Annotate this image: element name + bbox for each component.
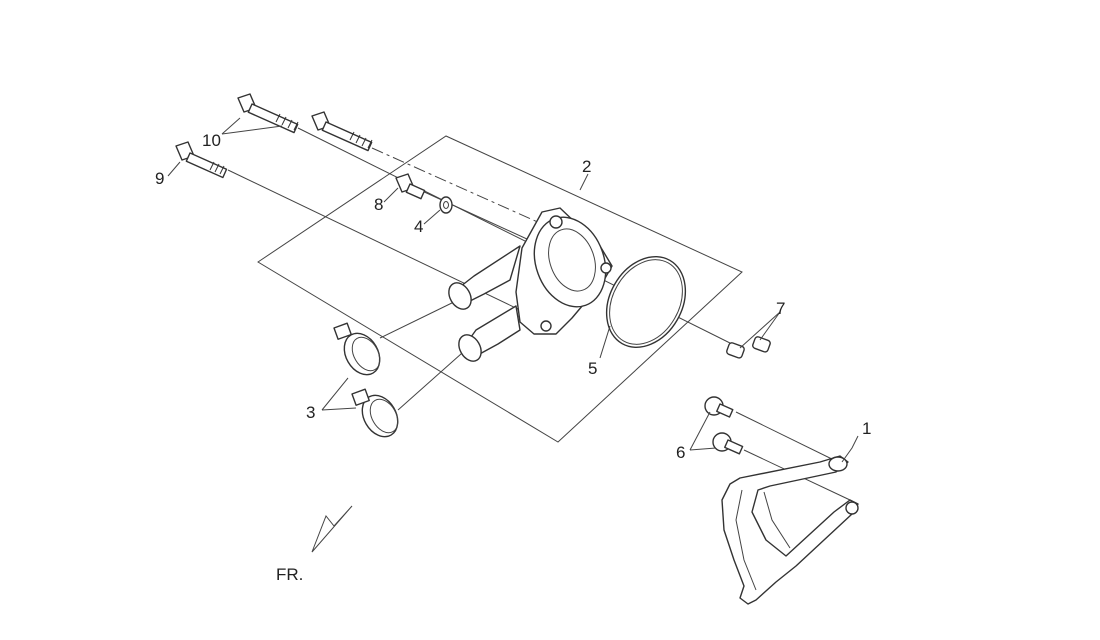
bolt-6a — [704, 396, 734, 418]
o-ring-5 — [605, 256, 687, 348]
clamp-lower-axis-line — [397, 345, 471, 411]
washer-4 — [439, 196, 453, 214]
callout-3: 3 — [306, 403, 315, 422]
hose-clamp-3b — [351, 388, 399, 438]
callout-1: 1 — [862, 419, 871, 438]
bolt-10b — [311, 111, 373, 152]
callout-9: 9 — [155, 169, 164, 188]
callout-5: 5 — [588, 359, 597, 378]
bolt-8-axis-line — [419, 189, 541, 246]
bolt-9 — [175, 141, 228, 179]
callout-4: 4 — [414, 217, 423, 236]
callout-6: 6 — [676, 443, 685, 462]
bolt-6b — [712, 432, 744, 455]
water-pump-cover-2 — [448, 207, 613, 362]
assembly-group-outline — [257, 135, 743, 443]
callout-10: 10 — [202, 131, 221, 150]
bracket-1 — [721, 455, 859, 605]
bolt-6a-axis-line — [735, 411, 839, 463]
leader-lines — [167, 117, 859, 463]
front-direction-arrow — [311, 505, 353, 553]
o-ring-5-inner — [609, 259, 683, 345]
dowel-pins-7 — [726, 336, 771, 359]
bolt-8 — [395, 173, 426, 200]
bolt-10a — [237, 93, 299, 134]
callout-7: 7 — [776, 299, 785, 318]
callout-8: 8 — [374, 195, 383, 214]
hose-clamp-3a — [333, 322, 381, 376]
clamp-upper-axis-line — [379, 299, 459, 339]
bolt-10b-axis-line — [371, 147, 561, 233]
direction-label-fr: FR. — [276, 565, 303, 584]
callout-2: 2 — [582, 157, 591, 176]
